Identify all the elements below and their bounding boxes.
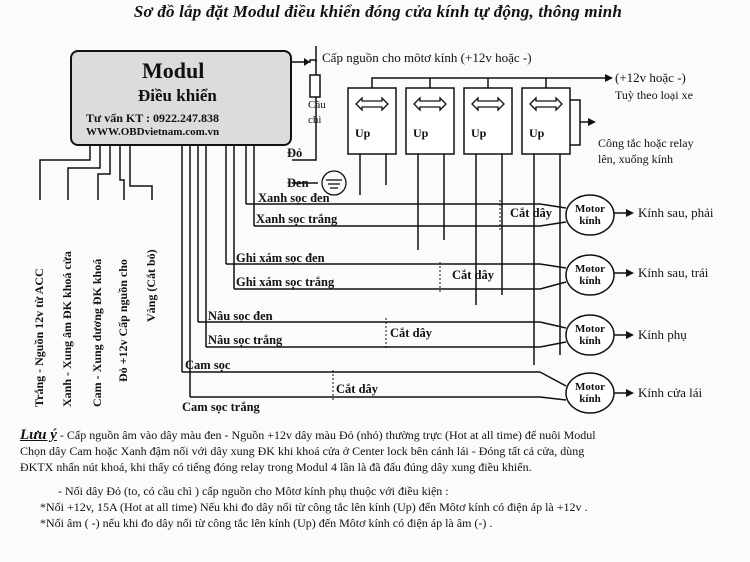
window-rear-right: Kính sau, phải <box>638 205 714 220</box>
note-line-2: Chọn dây Cam hoặc Xanh đậm nối với dây x… <box>20 444 585 458</box>
wire-black-label: Đen <box>287 176 309 190</box>
right-power-1: (+12v hoặc -) <box>615 70 686 85</box>
wire-ghi-trang: Ghi xám sọc trắng <box>236 275 335 289</box>
module-title: Modul <box>142 58 205 83</box>
cut-label-3: Cắt dây <box>390 326 433 340</box>
cut-label-4: Cắt dây <box>336 382 379 396</box>
switch-up-2: Up <box>413 126 429 140</box>
switch-up-1: Up <box>355 126 371 140</box>
wire-ghi-den: Ghi xám sọc đen <box>236 251 325 265</box>
cut-label-2: Cắt dây <box>452 268 495 282</box>
wire-nau-den: Nâu sọc đen <box>208 309 273 323</box>
notes-heading: Lưu ý <box>20 427 57 443</box>
window-passenger: Kính phụ <box>638 327 687 342</box>
module-website: WWW.OBDvietnam.com.vn <box>86 126 220 138</box>
vertical-label-1: Trắng - Nguồn 12v từ ACC <box>32 268 46 407</box>
switch-label-2: lên, xuống kính <box>598 152 673 166</box>
vertical-label-5: Vàng (Cắt bỏ) <box>144 249 158 322</box>
note-line-6: *Nối âm ( -) nếu khi đo dây nối từ công … <box>40 516 493 530</box>
wire-cam-trang: Cam sọc trắng <box>182 400 260 414</box>
vertical-label-2: Xanh - Xung âm ĐK khoá cửa <box>60 251 74 407</box>
note-line-4: - Nối dây Đỏ (to, có cầu chì ) cấp nguồn… <box>58 484 449 498</box>
window-driver: Kính cửa lái <box>638 385 703 400</box>
switch-up-4: Up <box>529 126 545 140</box>
wire-red-label: Đỏ <box>287 146 303 160</box>
wire-nau-trang: Nâu sọc trắng <box>208 333 283 347</box>
module-phone: Tư vấn KT : 0922.247.838 <box>86 111 219 125</box>
power-label: Cấp nguồn cho môtơ kính (+12v hoặc -) <box>322 50 532 65</box>
fuse-label-1: Cầu <box>308 99 326 111</box>
note-line-3: ĐKTX nhấn nút khoá, khi thấy có tiếng đó… <box>20 460 532 474</box>
note-line-1: - Cấp nguồn âm vào dây màu đen - Nguồn +… <box>56 428 596 442</box>
diagram-title: Sơ đồ lắp đặt Modul điều khiển đóng cửa … <box>133 2 623 21</box>
vertical-label-3: Cam - Xung dương ĐK khoá <box>90 258 104 407</box>
wire-xanh-den: Xanh sọc đen <box>258 191 330 205</box>
wire-cam-soc: Cam sọc <box>185 358 231 372</box>
note-line-5: *Nối +12v, 15A (Hot at all time) Nếu khi… <box>40 500 588 514</box>
fuse-label-2: chì <box>308 114 322 126</box>
right-power-2: Tuỳ theo loại xe <box>615 88 693 102</box>
cut-label-1: Cắt dây <box>510 206 553 220</box>
switch-label-1: Công tắc hoặc relay <box>598 136 694 150</box>
window-rear-left: Kính sau, trái <box>638 265 709 280</box>
control-module <box>70 50 292 146</box>
notes-section: Lưu ý - Cấp nguồn âm vào dây màu đen - N… <box>20 427 740 531</box>
module-subtitle: Điều khiển <box>138 86 217 105</box>
vertical-label-4: Đỏ +12v Cấp nguồn cho <box>116 259 130 382</box>
switch-up-3: Up <box>471 126 487 140</box>
wire-xanh-trang: Xanh sọc trắng <box>256 212 338 226</box>
